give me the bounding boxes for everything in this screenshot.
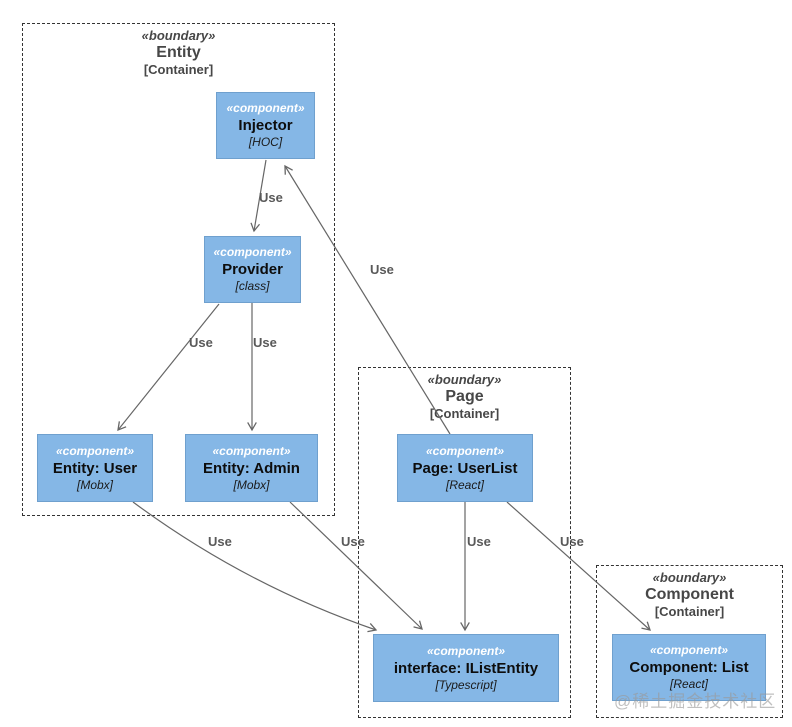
boundary-stereotype: «boundary» bbox=[427, 372, 502, 387]
component-tech: [Typescript] bbox=[435, 677, 497, 692]
component-name: Page: UserList bbox=[412, 459, 518, 477]
boundary-page: «boundary» Page [Container] bbox=[358, 367, 571, 718]
component-entity-user: «component» Entity: User [Mobx] bbox=[37, 434, 153, 502]
boundary-name: Entity bbox=[156, 44, 201, 61]
component-tech: [React] bbox=[669, 677, 708, 691]
edge-entity-user-to-ilistentity bbox=[132, 501, 378, 633]
component-name: Entity: Admin bbox=[203, 459, 300, 477]
edge-label-use: Use bbox=[467, 534, 491, 549]
component-injector: «component» Injector [HOC] bbox=[216, 92, 315, 159]
boundary-component-label: «boundary» Component [Container] bbox=[597, 570, 782, 619]
component-stereotype: «component» bbox=[649, 643, 728, 657]
edge-label-use: Use bbox=[370, 262, 394, 277]
edge-label-use: Use bbox=[259, 190, 283, 205]
component-stereotype: «component» bbox=[425, 443, 504, 458]
edge-userlist-to-component-list bbox=[506, 501, 651, 631]
component-stereotype: «component» bbox=[212, 443, 291, 458]
edge-injector-to-provider bbox=[250, 159, 267, 233]
component-name: Component: List bbox=[629, 659, 749, 676]
component-stereotype: «component» bbox=[55, 443, 134, 458]
boundary-name: Component bbox=[645, 586, 734, 603]
component-entity-admin: «component» Entity: Admin [Mobx] bbox=[185, 434, 318, 502]
boundary-stereotype: «boundary» bbox=[652, 570, 727, 585]
edge-entity-admin-to-ilistentity bbox=[289, 501, 423, 630]
component-ilistentity: «component» interface: IListEntity [Type… bbox=[373, 634, 559, 702]
boundary-stereotype: «boundary» bbox=[141, 28, 216, 43]
component-component-list: «component» Component: List [React] bbox=[612, 634, 766, 701]
component-name: Entity: User bbox=[52, 459, 138, 477]
component-name: interface: IListEntity bbox=[393, 659, 539, 677]
boundary-component: «boundary» Component [Container] bbox=[596, 565, 783, 718]
boundary-tech: [Container] bbox=[143, 62, 214, 77]
boundary-tech: [Container] bbox=[654, 604, 725, 619]
component-tech: [class] bbox=[235, 279, 270, 293]
component-name: Provider bbox=[222, 261, 283, 278]
boundary-entity-label: «boundary» Entity [Container] bbox=[23, 28, 334, 77]
component-tech: [Mobx] bbox=[76, 477, 113, 492]
component-stereotype: «component» bbox=[426, 643, 505, 658]
component-stereotype: «component» bbox=[213, 245, 292, 259]
boundary-tech: [Container] bbox=[429, 406, 500, 421]
edge-userlist-to-injector bbox=[284, 164, 451, 435]
boundary-page-label: «boundary» Page [Container] bbox=[359, 372, 570, 421]
edge-provider-to-entity-user bbox=[117, 303, 220, 432]
watermark-text: @稀土掘金技术社区 bbox=[614, 692, 777, 711]
edge-label-use: Use bbox=[208, 534, 232, 549]
edge-label-use: Use bbox=[560, 534, 584, 549]
component-tech: [Mobx] bbox=[233, 477, 270, 492]
component-tech: [React] bbox=[445, 477, 484, 492]
boundary-name: Page bbox=[445, 388, 484, 405]
edge-label-use: Use bbox=[189, 335, 213, 350]
component-stereotype: «component» bbox=[226, 101, 305, 115]
boundary-entity: «boundary» Entity [Container] bbox=[22, 23, 335, 516]
component-tech: [HOC] bbox=[248, 135, 283, 149]
edge-label-use: Use bbox=[253, 335, 277, 350]
component-page-userlist: «component» Page: UserList [React] bbox=[397, 434, 533, 502]
component-name: Injector bbox=[238, 117, 293, 134]
component-provider: «component» Provider [class] bbox=[204, 236, 301, 303]
edge-label-use: Use bbox=[341, 534, 365, 549]
